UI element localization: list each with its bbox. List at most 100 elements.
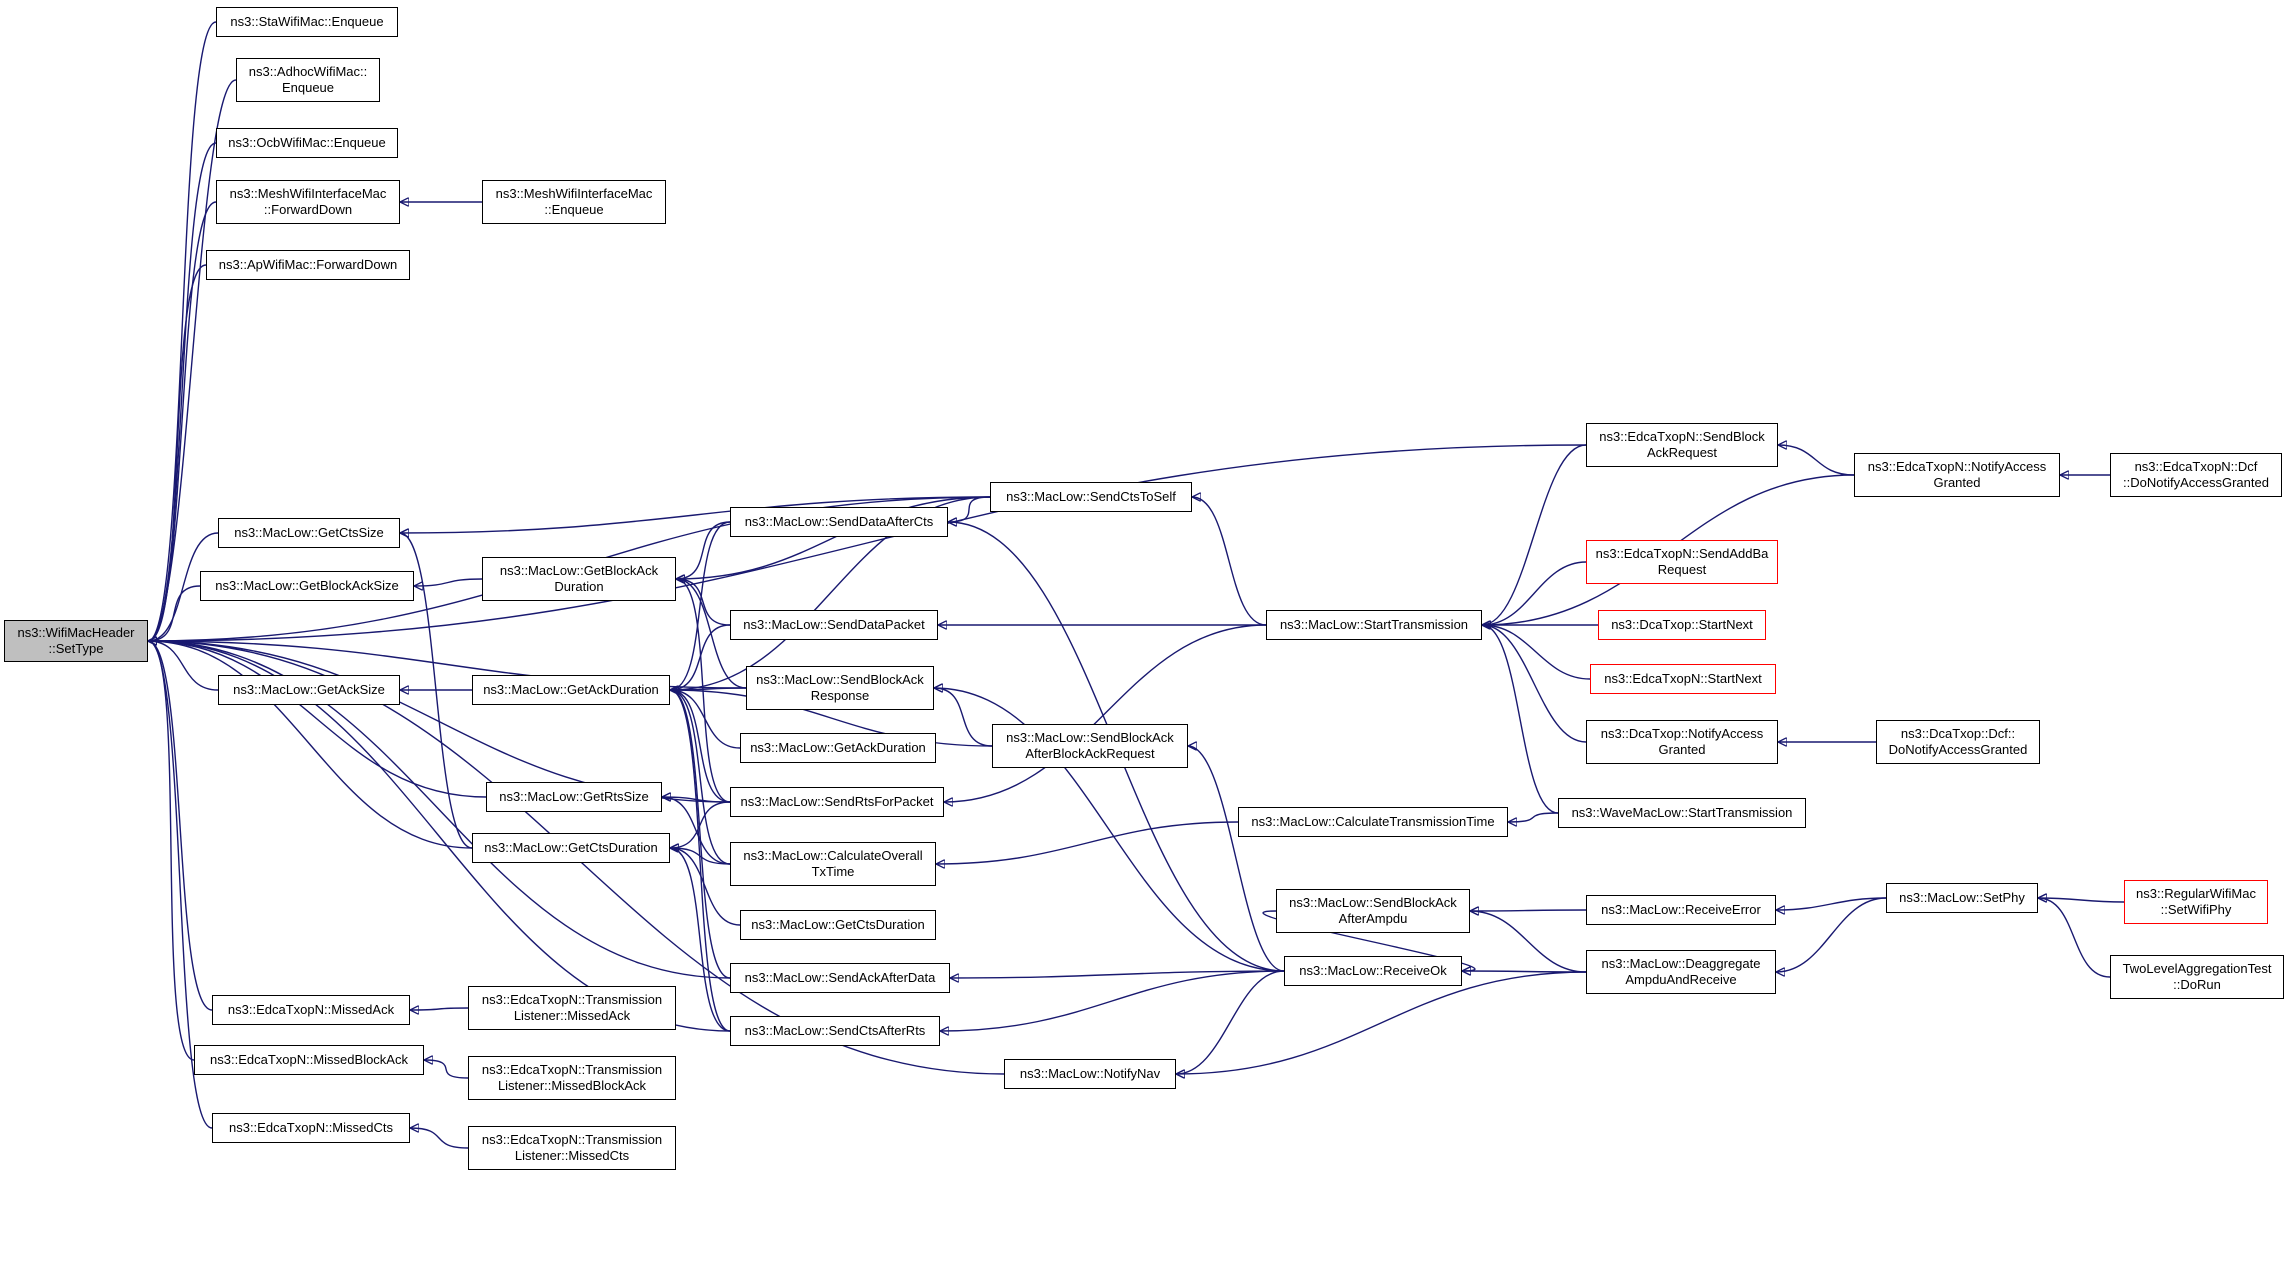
- graph-edge-senddatapacket-to-getbadur: [676, 579, 731, 626]
- graph-node-receiveerror[interactable]: ns3::MacLow::ReceiveError: [1586, 895, 1776, 925]
- graph-node-missedba[interactable]: ns3::EdcaTxopN::MissedBlockAck: [194, 1045, 424, 1075]
- graph-edge-receiveerror-to-sendbaafterampdu: [1470, 910, 1587, 911]
- graph-node-label: ns3::EdcaTxopN::SendBlock: [1599, 429, 1765, 444]
- graph-edge-sendbaafterampdu-to-receiveok: [1262, 910, 1476, 971]
- graph-node-getbasize[interactable]: ns3::MacLow::GetBlockAckSize: [200, 571, 414, 601]
- graph-node-label: ns3::DcaTxop::Dcf::: [1900, 726, 2016, 741]
- graph-node-label: ns3::EdcaTxopN::NotifyAccess: [1867, 459, 2047, 474]
- graph-edge-missedcts-to-root: [147, 641, 213, 1129]
- graph-node-ap-fd[interactable]: ns3::ApWifiMac::ForwardDown: [206, 250, 410, 280]
- graph-node-sta-enq[interactable]: ns3::StaWifiMac::Enqueue: [216, 7, 398, 37]
- graph-edge-deaggregate-to-receiveok: [1462, 971, 1587, 972]
- graph-node-label: Response: [810, 688, 870, 703]
- graph-node-root[interactable]: ns3::WifiMacHeader::SetType: [4, 620, 148, 662]
- graph-edge-receiveok-to-notifynav: [1176, 970, 1285, 1074]
- graph-node-label: ns3::RegularWifiMac: [2136, 886, 2256, 901]
- graph-node-label: ns3::MacLow::CalculateTransmissionTime: [1251, 814, 1495, 829]
- graph-node-calctxtime[interactable]: ns3::MacLow::CalculateTransmissionTime: [1238, 807, 1508, 837]
- graph-node-label: DoNotifyAccessGranted: [1888, 742, 2028, 757]
- graph-node-missedcts[interactable]: ns3::EdcaTxopN::MissedCts: [212, 1113, 410, 1143]
- graph-node-receiveok[interactable]: ns3::MacLow::ReceiveOk: [1284, 956, 1462, 986]
- graph-node-sendrtsforpacket[interactable]: ns3::MacLow::SendRtsForPacket: [730, 787, 944, 817]
- graph-edge-receiveok-to-sendctsafterrts: [940, 970, 1285, 1031]
- graph-node-label: ns3::EdcaTxopN::Transmission: [481, 1132, 663, 1147]
- graph-node-dca-startnext[interactable]: ns3::DcaTxop::StartNext: [1598, 610, 1766, 640]
- graph-node-label: ns3::DcaTxop::NotifyAccess: [1600, 726, 1764, 741]
- graph-node-adhoc-enq[interactable]: ns3::AdhocWifiMac::Enqueue: [236, 58, 380, 102]
- graph-node-sendackafterdata[interactable]: ns3::MacLow::SendAckAfterData: [730, 963, 950, 993]
- graph-node-label: ns3::StaWifiMac::Enqueue: [230, 14, 384, 29]
- graph-edge-sendrtsforpacket-to-getackdur: [669, 690, 731, 803]
- graph-node-label: ::DoNotifyAccessGranted: [2123, 475, 2269, 490]
- graph-node-label: ns3::MacLow::StartTransmission: [1279, 617, 1469, 632]
- graph-node-label: ns3::MacLow::GetAckDuration: [483, 682, 659, 697]
- graph-node-getctsdur2[interactable]: ns3::MacLow::GetCtsDuration: [740, 910, 936, 940]
- graph-edge-getctsdur2-to-getctsdur: [670, 848, 741, 926]
- graph-node-sendctsafterrts[interactable]: ns3::MacLow::SendCtsAfterRts: [730, 1016, 940, 1046]
- graph-node-label: Listener::MissedCts: [514, 1148, 630, 1163]
- graph-node-twolevel[interactable]: TwoLevelAggregationTest::DoRun: [2110, 955, 2284, 999]
- graph-node-mesh-enq[interactable]: ns3::MeshWifiInterfaceMac::Enqueue: [482, 180, 666, 224]
- graph-edge-sendctsafterrts-to-getackdur: [669, 690, 731, 1032]
- graph-node-label: ns3::MacLow::GetCtsDuration: [484, 840, 658, 855]
- graph-node-label: ns3::MacLow::NotifyNav: [1019, 1066, 1161, 1081]
- graph-node-missedack[interactable]: ns3::EdcaTxopN::MissedAck: [212, 995, 410, 1025]
- graph-node-label: ns3::EdcaTxopN::Transmission: [481, 992, 663, 1007]
- graph-node-label: ns3::MeshWifiInterfaceMac: [495, 186, 653, 201]
- graph-node-label: ns3::MacLow::GetAckSize: [233, 682, 385, 697]
- graph-node-sendctstoself[interactable]: ns3::MacLow::SendCtsToSelf: [990, 482, 1192, 512]
- graph-node-label: ns3::WaveMacLow::StartTransmission: [1571, 805, 1793, 820]
- graph-edge-dca-notify-to-starttx: [1482, 625, 1587, 743]
- graph-node-getackdur2[interactable]: ns3::MacLow::GetAckDuration: [740, 733, 936, 763]
- graph-node-label: ns3::MeshWifiInterfaceMac: [229, 186, 387, 201]
- graph-node-label: ns3::EdcaTxopN::MissedCts: [228, 1120, 393, 1135]
- graph-edge-calcoverall-to-getrtssize: [662, 797, 731, 865]
- graph-edge-tl-missedba-to-missedba: [424, 1060, 469, 1079]
- graph-node-label: ns3::MacLow::SendBlockAck: [1006, 730, 1174, 745]
- graph-node-label: ns3::MacLow::GetAckDuration: [750, 740, 926, 755]
- graph-node-getrtssize[interactable]: ns3::MacLow::GetRtsSize: [486, 782, 662, 812]
- graph-edge-deaggregate-to-notifynav: [1176, 971, 1587, 1074]
- graph-node-ocb-enq[interactable]: ns3::OcbWifiMac::Enqueue: [216, 128, 398, 158]
- graph-node-label: ns3::MacLow::ReceiveError: [1601, 902, 1761, 917]
- graph-edge-setphy-to-receiveerror: [1776, 897, 1887, 910]
- graph-edge-missedack-to-root: [147, 641, 213, 1011]
- graph-node-senddataaftercts[interactable]: ns3::MacLow::SendDataAfterCts: [730, 507, 948, 537]
- graph-node-getctssize[interactable]: ns3::MacLow::GetCtsSize: [218, 518, 400, 548]
- graph-node-label: ns3::WifiMacHeader: [17, 625, 135, 640]
- graph-node-label: AfterAmpdu: [1338, 911, 1408, 926]
- graph-node-edca-dcf[interactable]: ns3::EdcaTxopN::Dcf::DoNotifyAccessGrant…: [2110, 453, 2282, 497]
- graph-node-label: ns3::EdcaTxopN::MissedAck: [227, 1002, 395, 1017]
- graph-node-getacksize[interactable]: ns3::MacLow::GetAckSize: [218, 675, 400, 705]
- graph-node-mesh-fd[interactable]: ns3::MeshWifiInterfaceMac::ForwardDown: [216, 180, 400, 224]
- graph-node-starttx[interactable]: ns3::MacLow::StartTransmission: [1266, 610, 1482, 640]
- graph-node-notifynav[interactable]: ns3::MacLow::NotifyNav: [1004, 1059, 1176, 1089]
- graph-node-senddatapacket[interactable]: ns3::MacLow::SendDataPacket: [730, 610, 938, 640]
- graph-node-dca-dcf[interactable]: ns3::DcaTxop::Dcf::DoNotifyAccessGranted: [1876, 720, 2040, 764]
- graph-node-getackdur[interactable]: ns3::MacLow::GetAckDuration: [472, 675, 670, 705]
- graph-edge-twolevel-to-setphy: [2038, 898, 2111, 978]
- graph-edge-getackdur2-to-getackdur: [670, 690, 741, 749]
- graph-node-regular-setphy[interactable]: ns3::RegularWifiMac::SetWifiPhy: [2124, 880, 2268, 924]
- graph-node-getctsdur[interactable]: ns3::MacLow::GetCtsDuration: [472, 833, 670, 863]
- graph-node-wave-starttx[interactable]: ns3::WaveMacLow::StartTransmission: [1558, 798, 1806, 828]
- graph-node-label: ns3::MacLow::SendBlockAck: [756, 672, 924, 687]
- graph-edge-getbasize-to-root: [148, 585, 201, 641]
- graph-node-edca-startnext[interactable]: ns3::EdcaTxopN::StartNext: [1590, 664, 1776, 694]
- graph-edge-receiveok-to-sendbaresp: [934, 688, 1285, 972]
- graph-node-setphy[interactable]: ns3::MacLow::SetPhy: [1886, 883, 2038, 913]
